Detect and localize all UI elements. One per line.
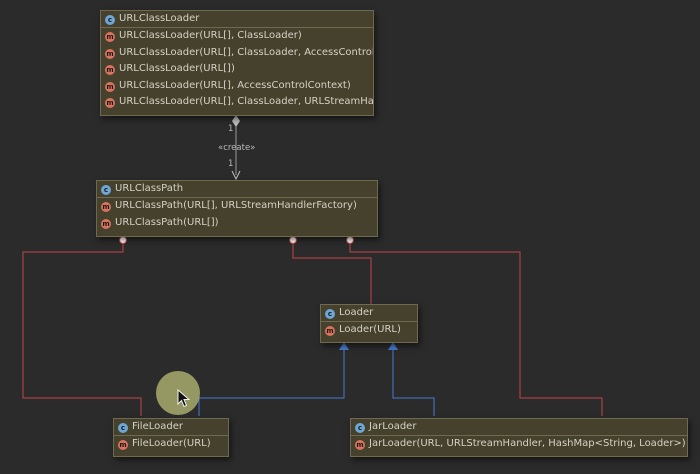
class-icon: c [118,423,128,433]
create-dependency-link[interactable] [231,115,241,181]
method-row[interactable]: m FileLoader(URL) [114,436,228,453]
class-icon: c [355,423,365,433]
source-multiplicity-label: 1 [228,124,234,134]
method-label: URLClassPath(URL[], URLStreamHandlerFact… [115,200,357,211]
class-node-loader[interactable]: c Loader m Loader(URL) [320,304,418,343]
method-label: URLClassLoader(URL[], ClassLoader) [119,30,302,41]
inheritance-arrow-icon [339,342,349,350]
class-icon: c [105,15,115,25]
method-row[interactable]: m URLClassLoader(URL[], ClassLoader, Acce… [101,45,373,62]
class-name: Loader [339,307,374,318]
method-icon: m [105,98,115,108]
class-node-jarloader[interactable]: c JarLoader m JarLoader(URL, URLStreamHand… [350,418,688,457]
method-icon: m [101,202,111,212]
method-icon: m [105,81,115,92]
class-header: c FileLoader [114,419,228,436]
inner-class-link-loader[interactable] [292,241,372,304]
inner-class-circle-icon [289,236,297,244]
class-icon: c [101,185,111,195]
method-row[interactable]: m URLClassPath(URL[], URLStreamHandlerFac… [97,198,377,215]
inheritance-arrow-icon [388,342,398,350]
class-header: c URLClassLoader [101,11,373,28]
method-icon: m [105,65,115,75]
method-icon: m [355,440,365,450]
inner-class-link-fileloader[interactable] [22,241,142,416]
class-header: c Loader [321,305,417,322]
method-row[interactable]: m Loader(URL) [321,322,417,339]
method-label: URLClassLoader(URL[]) [119,63,235,74]
method-row[interactable]: m URLClassLoader(URL[], AccessControlCont… [101,78,373,95]
method-label: Loader(URL) [339,324,401,335]
method-icon: m [101,218,111,229]
class-name: URLClassLoader [119,13,200,24]
method-row[interactable]: m URLClassLoader(URL[]) [101,61,373,78]
method-label: URLClassLoader(URL[], ClassLoader, Acces… [119,46,374,58]
class-icon: c [325,309,335,319]
dependency-arrowhead-icon [231,170,241,181]
create-stereotype-label: «create» [218,143,256,153]
target-multiplicity-label: 1 [228,159,234,169]
inner-class-circle-icon [119,236,127,244]
class-name: URLClassPath [115,183,184,194]
class-node-urlclasspath[interactable]: c URLClassPath m URLClassPath(URL[], URLSt… [96,180,378,237]
method-label: URLClassLoader(URL[], ClassLoader, URLSt… [119,96,374,107]
inner-class-circle-icon [346,236,354,244]
class-header: c JarLoader [351,419,687,436]
inheritance-link-jarloader[interactable] [392,348,435,416]
method-label: URLClassPath(URL[]) [115,216,219,228]
method-icon: m [105,48,115,59]
mouse-pointer-icon [177,389,191,408]
method-row[interactable]: m URLClassLoader(URL[], ClassLoader, URLS… [101,94,373,111]
class-name: FileLoader [132,421,183,432]
method-icon: m [118,440,128,450]
inheritance-link-fileloader[interactable] [198,348,345,416]
aggregation-diamond-icon [232,115,240,127]
method-row[interactable]: m URLClassPath(URL[]) [97,215,377,232]
method-label: URLClassLoader(URL[], AccessControlConte… [119,79,351,91]
class-name: JarLoader [369,421,417,432]
method-row[interactable]: m JarLoader(URL, URLStreamHandler, HashMa… [351,436,687,453]
class-node-fileloader[interactable]: c FileLoader m FileLoader(URL) [113,418,229,457]
method-label: FileLoader(URL) [132,438,211,449]
method-row[interactable]: m URLClassLoader(URL[], ClassLoader) [101,28,373,45]
method-label: JarLoader(URL, URLStreamHandler, HashMap… [369,438,686,449]
method-icon: m [325,326,335,336]
method-icon: m [105,32,115,42]
inner-class-link-jarloader[interactable] [349,241,603,416]
class-header: c URLClassPath [97,181,377,198]
